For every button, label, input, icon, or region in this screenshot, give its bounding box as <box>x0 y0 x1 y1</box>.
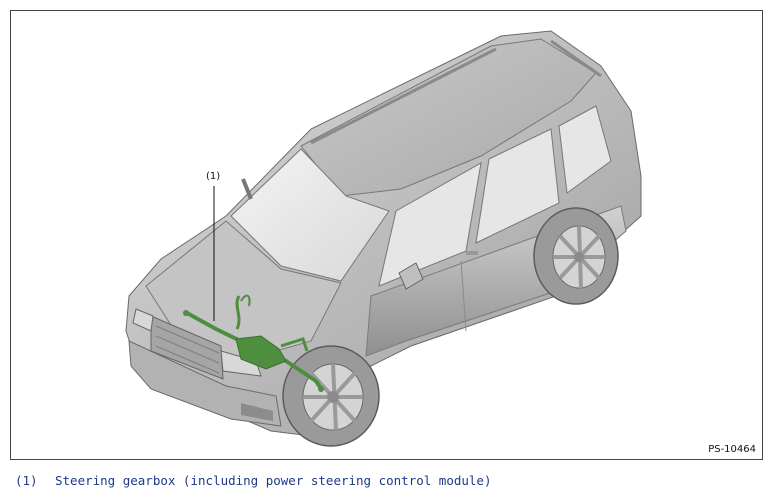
steering-gearbox-highlight <box>183 294 324 392</box>
legend-key: (1) <box>15 473 38 488</box>
side-mirror <box>398 262 424 290</box>
roof-rail <box>550 39 602 78</box>
headlight <box>132 308 154 332</box>
roof-rail <box>310 47 497 145</box>
windshield <box>230 148 390 282</box>
vehicle-illustration <box>125 30 642 447</box>
legend-text: Steering gearbox (including power steeri… <box>55 473 492 488</box>
side-window-rear <box>475 128 560 244</box>
figure-frame: (1) PS-10464 <box>10 10 763 460</box>
side-window-quarter <box>558 105 612 194</box>
legend-row: (1) Steering gearbox (including power st… <box>15 473 492 488</box>
vehicle-roof <box>300 38 597 197</box>
figure-code: PS-10464 <box>708 444 756 455</box>
callout-marker: (1) <box>206 171 221 182</box>
